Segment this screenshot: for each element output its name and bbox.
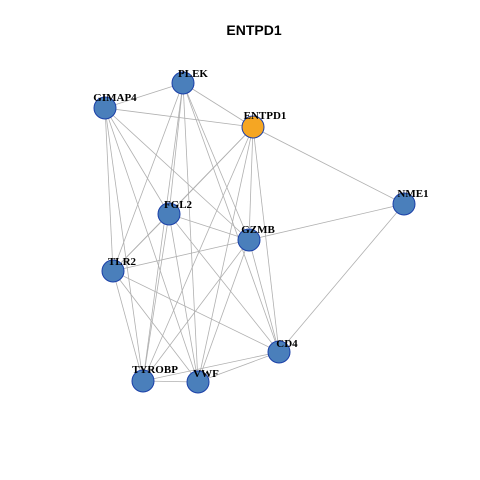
edge-gzmb-tyrobp — [142, 239, 250, 382]
node-circle[interactable] — [186, 370, 210, 394]
edge-plek-cd4 — [182, 82, 280, 353]
edge-entpd1-vwf — [197, 126, 254, 383]
edge-gimap4-tyrobp — [104, 107, 144, 382]
node-circle[interactable] — [241, 115, 265, 139]
node-plek[interactable]: PLEK — [171, 68, 208, 95]
node-circle[interactable] — [171, 71, 195, 95]
node-circle[interactable] — [392, 192, 416, 216]
edge-plek-gzmb — [182, 82, 250, 241]
node-label: VWF — [193, 368, 219, 380]
edge-fgl2-tlr2 — [112, 213, 170, 272]
edge-gimap4-fgl2 — [104, 107, 170, 215]
edge-nme1-gzmb — [248, 203, 405, 241]
node-vwf[interactable]: VWF — [186, 368, 219, 394]
node-label: CD4 — [276, 338, 298, 350]
edge-entpd1-gzmb — [248, 126, 254, 241]
node-circle[interactable] — [267, 340, 291, 364]
edge-fgl2-cd4 — [168, 213, 280, 353]
diagram-title: ENTPD1 — [226, 22, 281, 38]
edge-layer — [104, 82, 405, 383]
edge-entpd1-tyrobp — [142, 126, 254, 382]
node-cd4[interactable]: CD4 — [267, 338, 298, 364]
node-label: GIMAP4 — [93, 92, 137, 104]
edge-gimap4-entpd1 — [104, 107, 254, 128]
node-gimap4[interactable]: GIMAP4 — [93, 92, 137, 120]
node-gzmb[interactable]: GZMB — [237, 224, 275, 252]
edge-gzmb-tlr2 — [112, 239, 250, 272]
node-tlr2[interactable]: TLR2 — [101, 256, 137, 283]
edge-entpd1-cd4 — [252, 126, 280, 353]
node-label: PLEK — [178, 68, 208, 80]
node-label: FGL2 — [164, 199, 193, 211]
node-label: ENTPD1 — [244, 110, 287, 122]
edge-gimap4-vwf — [104, 107, 199, 383]
edge-nme1-cd4 — [278, 203, 405, 353]
edge-plek-vwf — [182, 82, 199, 383]
node-entpd1[interactable]: ENTPD1 — [241, 110, 287, 139]
node-circle[interactable] — [101, 259, 125, 283]
edge-gzmb-vwf — [197, 239, 250, 383]
node-label: NME1 — [397, 188, 428, 200]
edge-gimap4-tlr2 — [104, 107, 114, 272]
node-label: TLR2 — [108, 256, 137, 268]
edge-tlr2-tyrobp — [112, 270, 144, 382]
edge-cd4-vwf — [197, 351, 280, 383]
node-tyrobp[interactable]: TYROBP — [131, 364, 178, 393]
edge-entpd1-nme1 — [252, 126, 405, 205]
edge-plek-entpd1 — [182, 82, 254, 128]
edge-tlr2-vwf — [112, 270, 199, 383]
edge-plek-tlr2 — [112, 82, 184, 272]
node-circle[interactable] — [237, 228, 261, 252]
node-circle[interactable] — [157, 202, 181, 226]
edge-plek-tyrobp — [142, 82, 184, 382]
edge-fgl2-tyrobp — [142, 213, 170, 382]
node-circle[interactable] — [131, 369, 155, 393]
node-fgl2[interactable]: FGL2 — [157, 199, 193, 226]
edge-fgl2-vwf — [168, 213, 199, 383]
edge-plek-fgl2 — [168, 82, 184, 215]
edge-gimap4-gzmb — [104, 107, 250, 241]
edge-tlr2-cd4 — [112, 270, 280, 353]
edge-plek-gimap4 — [104, 82, 184, 109]
node-label: TYROBP — [132, 364, 178, 376]
node-label: GZMB — [241, 224, 275, 236]
edge-fgl2-gzmb — [168, 213, 250, 241]
edge-cd4-tyrobp — [142, 351, 280, 382]
node-nme1[interactable]: NME1 — [392, 188, 429, 216]
edge-gzmb-cd4 — [248, 239, 280, 353]
node-circle[interactable] — [93, 96, 117, 120]
